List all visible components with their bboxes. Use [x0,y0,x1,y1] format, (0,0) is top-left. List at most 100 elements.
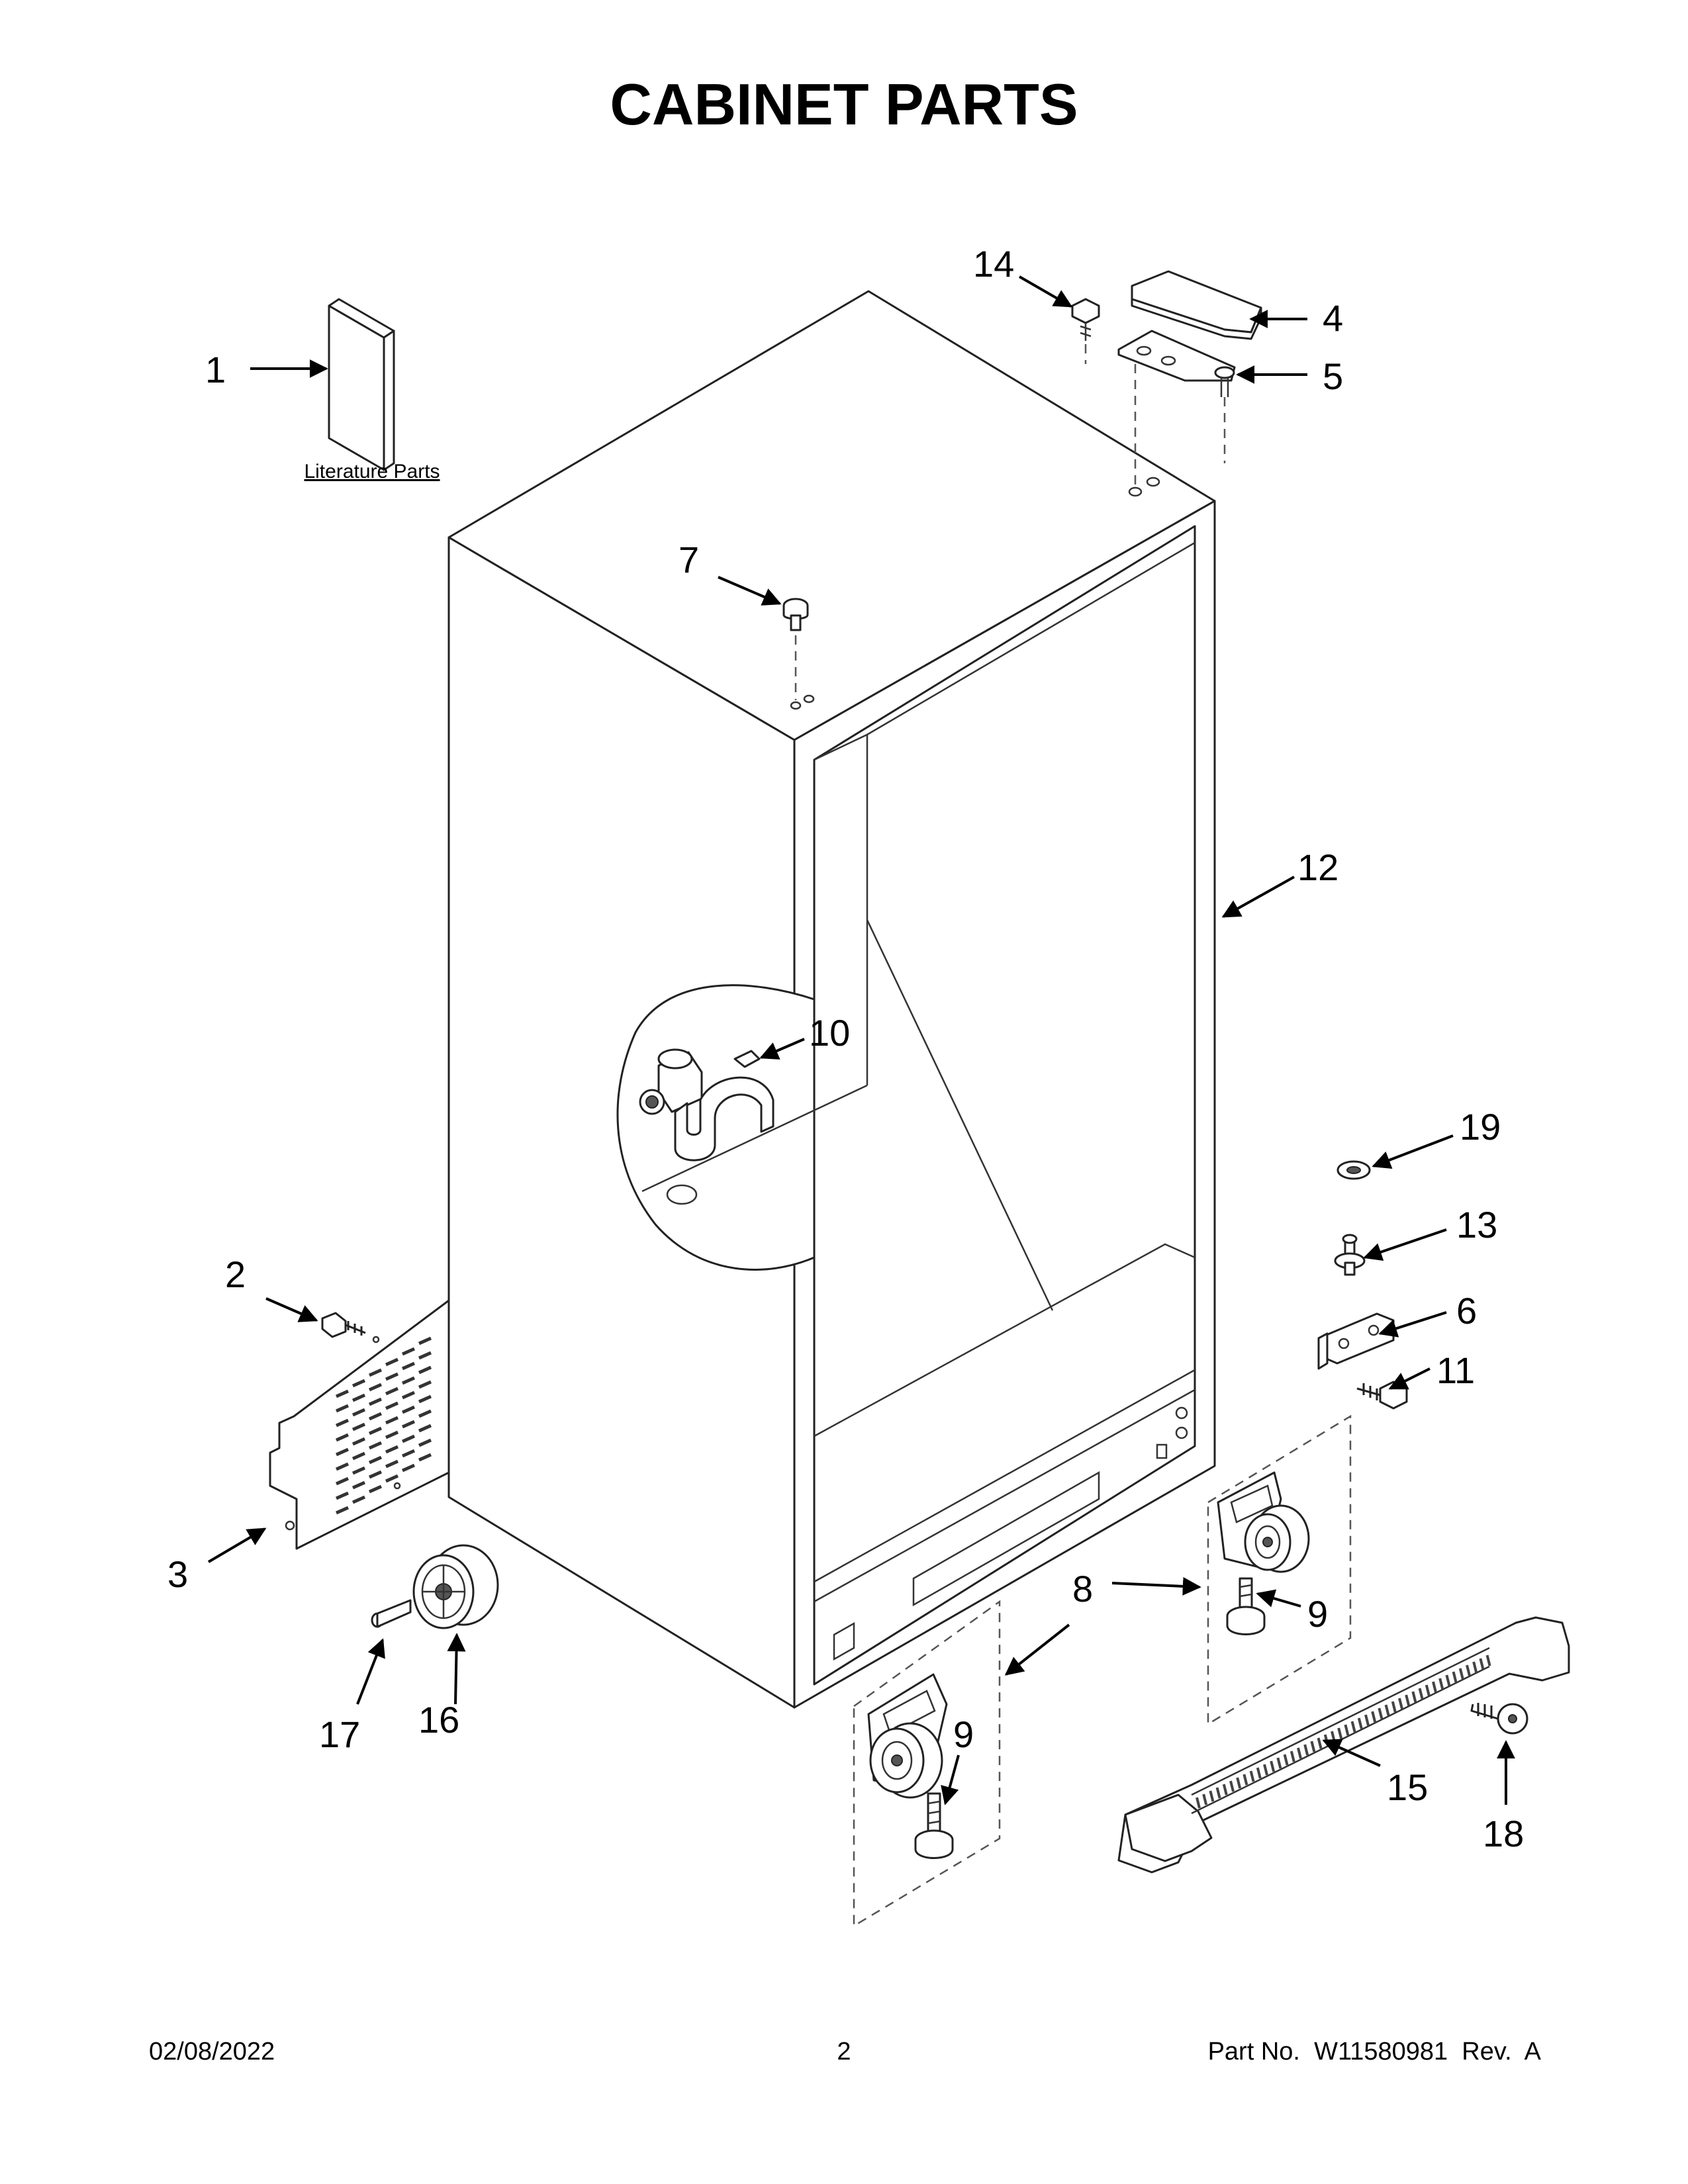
leader-arrows [207,275,1515,1805]
callout-9b: 9 [1307,1593,1328,1635]
grille-slot [1432,1681,1437,1693]
callout-18: 18 [1483,1813,1524,1854]
grille-slot [1196,1797,1201,1809]
vent-slot [418,1394,432,1404]
vent-slot [368,1368,383,1377]
grille-slot [1303,1744,1309,1756]
vent-slot [335,1447,350,1457]
vent-slot [335,1389,350,1398]
vent-slot [335,1433,350,1442]
grille-slot [1425,1684,1430,1696]
top-pin [782,598,809,631]
grille-slot [1337,1727,1343,1739]
grille-slot [1364,1714,1370,1726]
grille-slot [1485,1655,1491,1666]
vent-slot [368,1412,383,1421]
vent-slot [401,1420,416,1429]
panel-vents [335,1336,432,1515]
vent-slot [401,1376,416,1385]
callout-4: 4 [1323,297,1343,339]
roller-pin [371,1599,412,1628]
vent-slot [368,1426,383,1435]
vent-slot [352,1379,366,1388]
grille-slot [1466,1664,1471,1676]
grille-slots [1196,1655,1491,1809]
vent-slot [401,1463,416,1473]
grille-slot [1229,1780,1235,1792]
vent-slot [335,1491,350,1500]
vent-slot [368,1484,383,1494]
grille-slot [1458,1668,1464,1680]
vent-slot [352,1437,366,1446]
grille-slot [1270,1760,1276,1772]
vent-slot [352,1422,366,1432]
vent-slot [418,1351,432,1360]
leveling-leg-left [914,1792,954,1859]
callout-7: 7 [679,539,699,580]
grille-slot [1289,1751,1295,1762]
grille-slot [1445,1674,1451,1686]
literature-parts-label: Literature Parts [304,461,440,482]
grille-slot [1283,1754,1289,1766]
callout-5: 5 [1323,355,1343,397]
grille-slot [1222,1784,1228,1796]
top-hinge-bracket [1117,330,1236,397]
grille-slot [1479,1658,1485,1670]
vent-slot [401,1347,416,1356]
drain-fitting [639,1048,774,1161]
grille-slot [1297,1747,1302,1759]
vent-slot [385,1445,399,1454]
vent-slot [418,1365,432,1375]
vent-slot [385,1357,399,1367]
grille-slot [1236,1777,1242,1789]
vent-slot [335,1506,350,1515]
vent-slot [401,1361,416,1371]
vent-slot [385,1372,399,1381]
grille-slot [1276,1757,1282,1769]
vent-slot [401,1405,416,1414]
rear-access-panel [269,1299,450,1550]
grille-slot [1384,1704,1390,1716]
bottom-hinge-bracket [1317,1312,1395,1370]
callout-10: 10 [809,1012,850,1054]
rear-roller-right [1217,1471,1310,1573]
vent-slot [352,1393,366,1402]
vent-slot [418,1336,432,1345]
vent-slot [335,1404,350,1413]
literature-booklet [328,298,395,471]
grille-slot [1215,1787,1221,1799]
grille-slot [1371,1711,1377,1723]
grille-slot [1202,1794,1208,1805]
callout-16: 16 [418,1699,459,1741]
grille-slot [1472,1661,1478,1673]
vent-slot [368,1383,383,1392]
grille-slot [1411,1691,1417,1703]
vent-slot [418,1409,432,1418]
hinge-bolt [1356,1381,1408,1410]
hinge-screw [1071,298,1100,341]
vent-slot [401,1390,416,1400]
washer [1336,1160,1371,1180]
vent-slot [401,1449,416,1458]
grille-slot [1256,1767,1262,1779]
callout-14: 14 [973,243,1014,285]
vent-slot [352,1466,366,1475]
grille-screw [1470,1703,1528,1735]
footer-date: 02/08/2022 [149,2038,275,2066]
grille-slot [1249,1770,1255,1782]
callout-12: 12 [1297,846,1338,888]
vent-slot [368,1441,383,1450]
vent-slot [418,1424,432,1433]
top-hinge-cover [1131,270,1262,340]
vent-slot [352,1451,366,1461]
vent-slot [418,1438,432,1447]
vent-slot [368,1397,383,1406]
vent-slot [335,1418,350,1428]
grille-slot [1357,1717,1363,1729]
panel-screw [321,1312,366,1338]
rear-roller-left [867,1673,948,1799]
vent-slot [385,1430,399,1439]
grille-slot [1405,1694,1411,1706]
vent-slot [352,1408,366,1417]
